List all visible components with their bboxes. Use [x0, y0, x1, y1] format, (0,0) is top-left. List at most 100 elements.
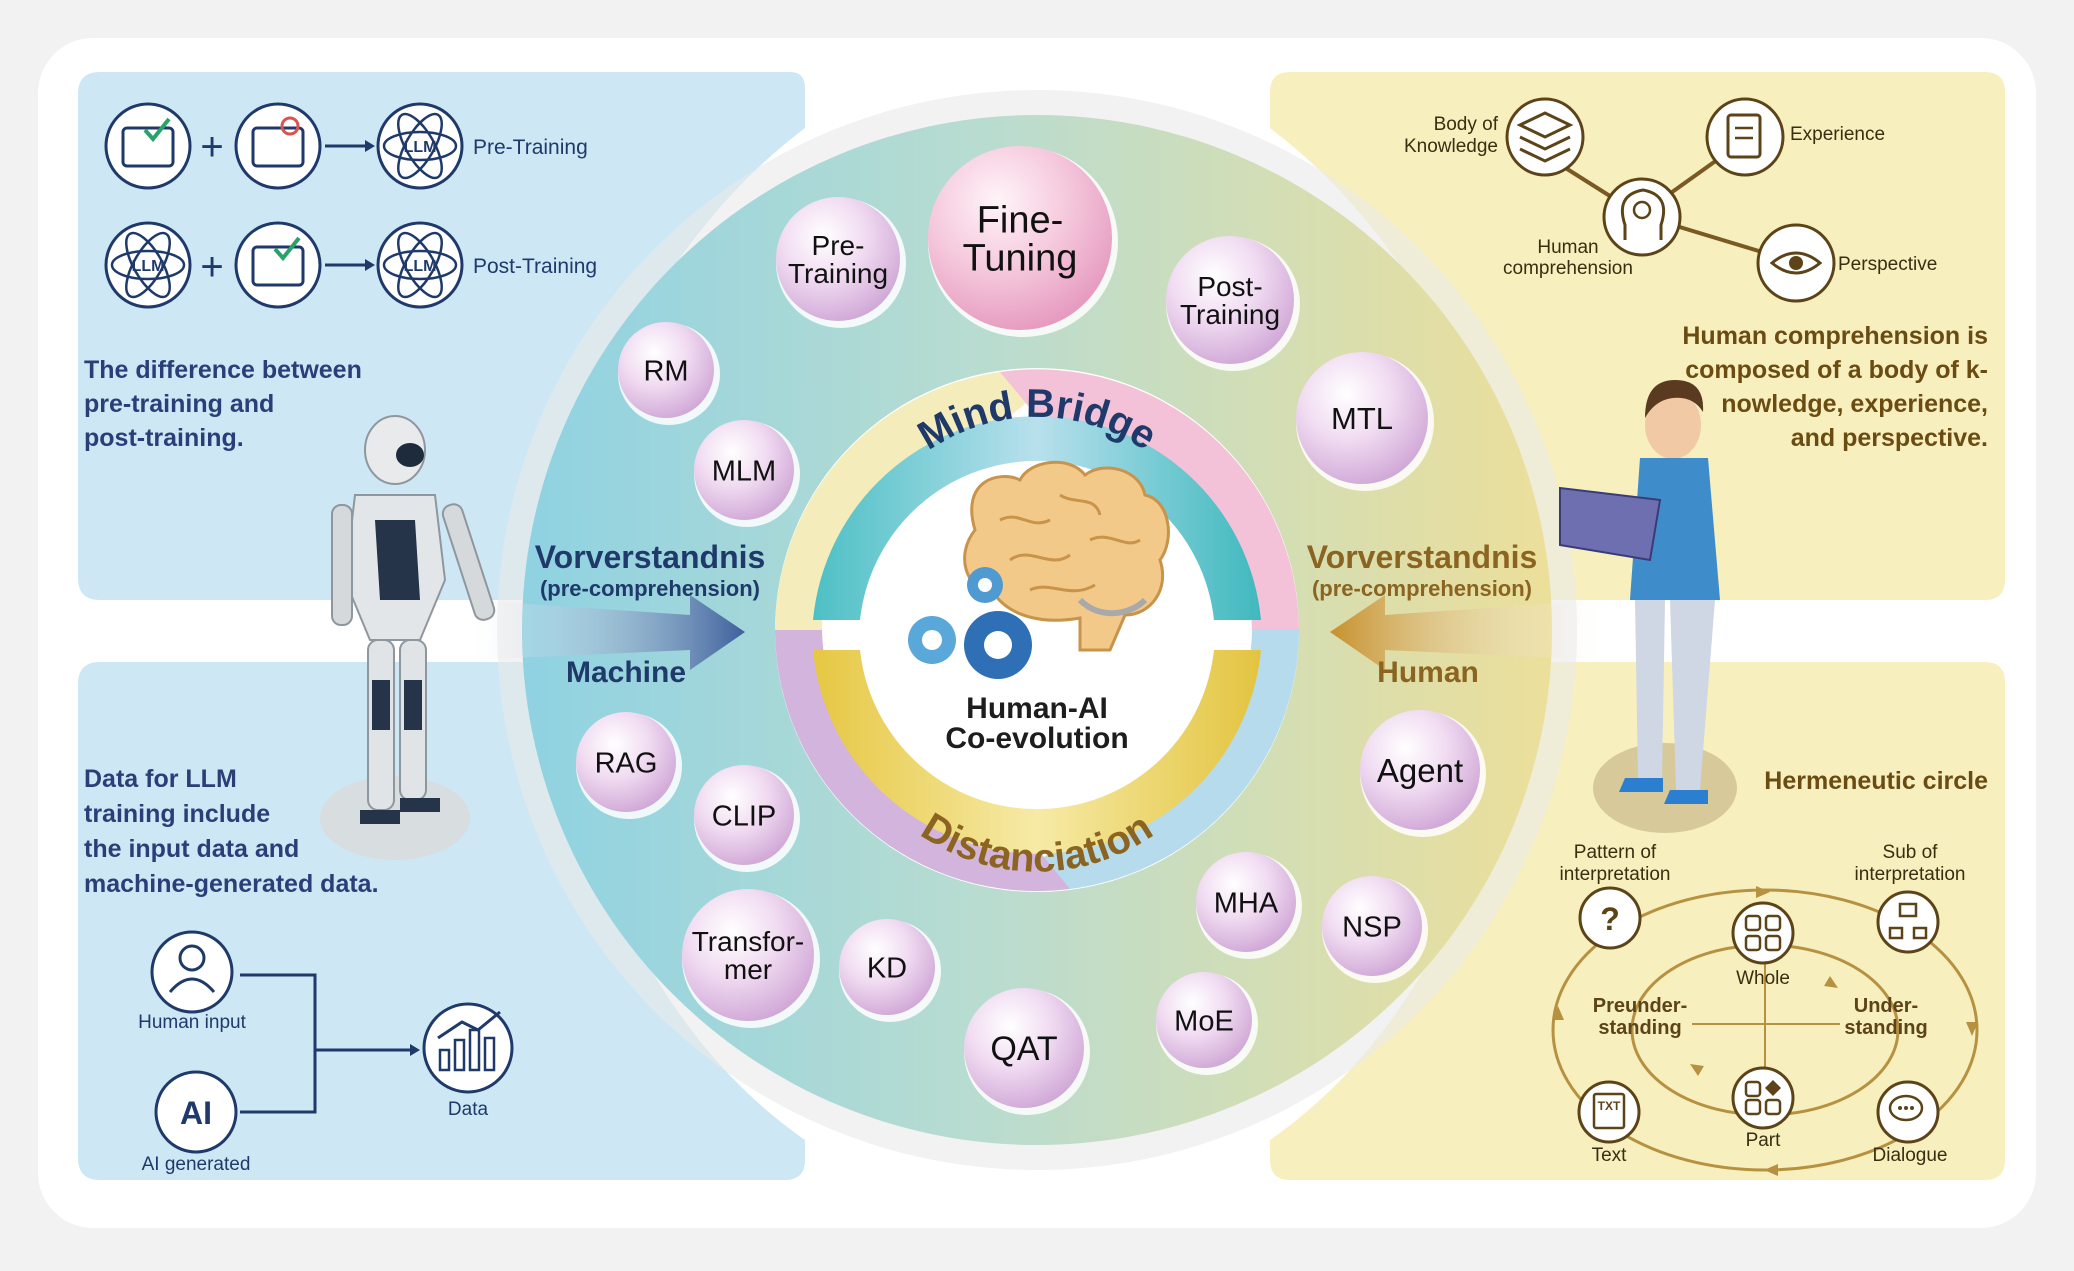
whole-label: Whole — [1736, 968, 1790, 989]
svg-text:Data for LLM: Data for LLM — [84, 765, 237, 793]
experience-label: Experience — [1790, 124, 1885, 145]
bubble-clip: CLIP — [694, 765, 800, 872]
bubble-label: Pre- — [812, 230, 865, 261]
bubble-label: Agent — [1377, 752, 1463, 789]
mind-bridge-band — [813, 416, 1261, 620]
hermeneutic-circle: ? TXT Pattern of interpretation Sub of i… — [1551, 842, 1979, 1176]
bubble-mlm: MLM — [694, 420, 800, 527]
bubble-pre-training: Pre-Training — [776, 197, 906, 328]
cycle-arrows — [775, 369, 1299, 892]
distanciation-band — [813, 650, 1261, 854]
understanding-line-1: Under- — [1854, 995, 1918, 1017]
svg-text:TXT: TXT — [1598, 1099, 1621, 1113]
plus-sign: + — [200, 245, 223, 289]
brain-icon — [963, 460, 1170, 652]
bubble-label: MLM — [712, 455, 776, 487]
machine-label: Machine — [566, 656, 686, 689]
right-vorverstandnis: Vorverstandnis — [1307, 539, 1538, 575]
person-icon — [150, 930, 234, 1014]
bubble-label: QAT — [990, 1030, 1057, 1068]
sub-line-2: interpretation — [1855, 864, 1966, 885]
bubble-label: Post- — [1197, 271, 1262, 302]
top-right-caption: Human comprehension is composed of a bod… — [1682, 322, 1988, 452]
question-icon — [1578, 886, 1642, 950]
bubble-transformer: Transfor-mer — [682, 889, 820, 1028]
bubble-mtl: MTL — [1296, 352, 1434, 491]
post-training-label: Post-Training — [473, 255, 597, 278]
svg-text:The difference between: The difference between — [84, 356, 362, 384]
llm-atom-icon: LLM — [104, 221, 192, 309]
human-figure — [1559, 380, 1737, 833]
svg-text:composed of a body of k-: composed of a body of k- — [1685, 356, 1988, 384]
core-line-2: Co-evolution — [945, 722, 1128, 755]
bubble-label: Training — [788, 258, 888, 289]
pre-training-label: Pre-Training — [473, 136, 588, 159]
parts-icon — [1731, 1066, 1795, 1130]
bubble-label: mer — [724, 954, 772, 985]
data-flow: Human input AI AI generated Data — [138, 930, 514, 1175]
body-of-knowledge-line-2: Knowledge — [1404, 136, 1498, 157]
part-label: Part — [1746, 1130, 1782, 1151]
comprehension-network: Body of Knowledge Experience Human compr… — [1404, 97, 1937, 303]
svg-text:training include: training include — [84, 800, 270, 828]
folder-check-icon — [234, 221, 322, 309]
bubble-kd: KD — [839, 919, 941, 1022]
bubble-label: MoE — [1174, 1005, 1234, 1037]
panel-top-left — [78, 72, 805, 600]
bubble-label: Fine- — [977, 200, 1064, 242]
bubble-label: NSP — [1342, 911, 1402, 943]
bubble-fine-tuning: Fine-Tuning — [928, 146, 1118, 337]
bubble-rag: RAG — [576, 712, 682, 819]
bubble-label: MHA — [1214, 887, 1279, 919]
human-input-label: Human input — [138, 1012, 246, 1033]
preunderstanding-line-2: standing — [1598, 1017, 1681, 1039]
svg-text:machine-generated data.: machine-generated data. — [84, 870, 379, 898]
body-of-knowledge-line-1: Body of — [1434, 114, 1499, 135]
bubble-nsp: NSP — [1322, 876, 1428, 983]
svg-text:LLM: LLM — [404, 258, 437, 275]
left-vorverstandnis: Vorverstandnis — [535, 539, 766, 575]
core-line-1: Human-AI — [966, 692, 1108, 725]
hermeneutic-circle-title: Hermeneutic circle — [1764, 767, 1988, 795]
bubble-label: Training — [1180, 299, 1280, 330]
bubble-label: RAG — [595, 747, 658, 779]
bottom-left-caption: Data for LLM training include the input … — [84, 765, 379, 898]
bubble-moe: MoE — [1156, 972, 1258, 1075]
data-label: Data — [448, 1099, 489, 1120]
panel-top-right — [1270, 72, 2005, 600]
plus-sign: + — [200, 125, 223, 169]
bubble-label: RM — [643, 355, 688, 387]
svg-text:post-training.: post-training. — [84, 424, 244, 452]
folder-check-icon — [104, 102, 192, 190]
svg-text:Human comprehension is: Human comprehension is — [1682, 322, 1988, 350]
svg-text:and perspective.: and perspective. — [1791, 424, 1988, 452]
bubble-agent: Agent — [1360, 710, 1486, 837]
chat-bubble-icon — [1876, 1080, 1940, 1144]
bubble-post-training: Post-Training — [1166, 236, 1300, 371]
svg-text:LLM: LLM — [132, 258, 165, 275]
left-pre-comprehension: (pre-comprehension) — [540, 576, 760, 601]
robot-figure — [320, 415, 496, 860]
post-training-row: LLM + LLM Post-Training — [104, 221, 597, 309]
bubble-label: KD — [867, 952, 907, 984]
human-comprehension-line-1: Human — [1537, 237, 1598, 258]
human-comprehension-line-2: comprehension — [1503, 258, 1633, 279]
sub-line-1: Sub of — [1883, 842, 1939, 863]
perspective-label: Perspective — [1838, 254, 1937, 275]
technique-bubbles: Pre-TrainingFine-TuningPost-TrainingMTLR… — [576, 146, 1486, 1115]
pattern-line-2: interpretation — [1560, 864, 1671, 885]
svg-text:pre-training and: pre-training and — [84, 390, 274, 418]
chart-growth-icon — [422, 1002, 514, 1094]
svg-text:AI: AI — [180, 1095, 212, 1131]
bubble-label: MTL — [1331, 401, 1393, 436]
bubble-qat: QAT — [964, 988, 1090, 1115]
ai-head-icon — [154, 1070, 238, 1154]
folder-image-icon — [234, 102, 322, 190]
grid-icon — [1731, 901, 1795, 965]
bubble-label: Tuning — [963, 238, 1078, 280]
hierarchy-icon — [1876, 890, 1940, 954]
gear-icon — [908, 567, 1032, 679]
bubble-label: Transfor- — [692, 926, 805, 957]
